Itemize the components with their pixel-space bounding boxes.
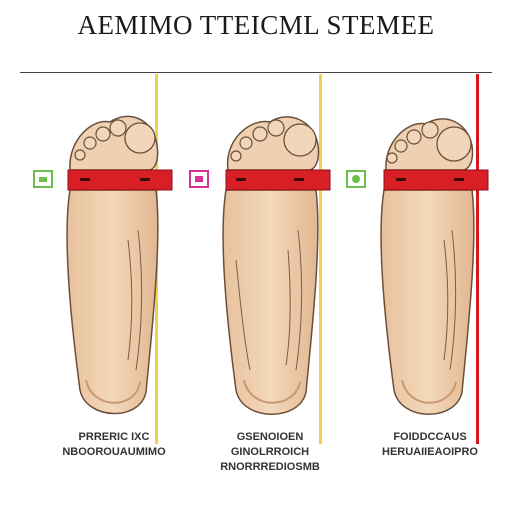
- measure-band-2: [225, 169, 331, 191]
- foot-sole-1: [66, 189, 159, 415]
- top-divider: [20, 72, 492, 73]
- caption-panel-2: GSENOIOEN GINOLRROICH RNORRREDIOSMB: [200, 430, 340, 475]
- foot-panel-2: [189, 116, 331, 415]
- band-notch-1a: [80, 178, 90, 181]
- band-notch-3a: [396, 178, 406, 181]
- toe-2c: [239, 136, 253, 150]
- caption-panel-1: PRRERIC IXC NBOOROUAUMIMO: [44, 430, 184, 460]
- foot-sole-2: [222, 189, 319, 415]
- big-toe-3: [436, 126, 472, 162]
- toe-1c: [83, 136, 97, 150]
- caption-1-line-1: PRRERIC IXC: [78, 431, 150, 443]
- toe-3c: [394, 139, 408, 153]
- arch-line-3a: [449, 229, 457, 371]
- band-notch-2a: [236, 178, 246, 181]
- caption-2-line-2: GINOLRROICH: [230, 446, 310, 458]
- marker-2-inner: [195, 176, 203, 182]
- heel-shadow-3: [401, 379, 457, 404]
- arch-line-2b: [235, 259, 251, 371]
- arch-line-2a: [295, 229, 303, 371]
- toe-1b: [95, 126, 111, 142]
- toe-1a: [109, 119, 127, 137]
- caption-2-line-3: RNORRREDIOSMB: [220, 461, 320, 473]
- heel-shadow-2: [243, 379, 301, 404]
- foot-sole-3: [380, 189, 475, 415]
- caption-3-line-2: HERUAIIEAOIPRO: [382, 446, 478, 458]
- toe-3a: [421, 121, 439, 139]
- page-title: AEMIMO TTEICML STEMEE: [77, 10, 435, 40]
- band-notch-3b: [454, 178, 464, 181]
- toe-2a: [267, 119, 285, 137]
- foot-panel-1: [33, 115, 173, 415]
- foot-panel-3: [346, 118, 489, 415]
- toe-3d: [386, 152, 398, 164]
- caption-panel-3: FOIDDCCAUS HERUAIIEAOIPRO: [360, 430, 500, 460]
- arch-line-1b: [127, 239, 133, 361]
- big-toe-1: [124, 122, 156, 154]
- toe-2d: [230, 150, 242, 162]
- side-line-2: [319, 74, 322, 444]
- toe-2b: [252, 126, 268, 142]
- heel-shadow-1: [85, 379, 141, 404]
- marker-3-inner: [352, 175, 360, 183]
- caption-2-line-1: GSENOIOEN: [236, 431, 304, 443]
- big-toe-2: [283, 123, 317, 157]
- toe-3b: [406, 129, 422, 145]
- caption-1-line-2: NBOOROUAUMIMO: [62, 446, 166, 458]
- measure-band-3: [383, 169, 489, 191]
- band-notch-1b: [140, 178, 150, 181]
- caption-3-line-1: FOIDDCCAUS: [393, 431, 467, 443]
- measure-band-1: [67, 169, 173, 191]
- arch-line-3b: [443, 239, 449, 361]
- arch-line-1a: [135, 229, 143, 371]
- toe-1d: [74, 149, 86, 161]
- band-notch-2b: [294, 178, 304, 181]
- marker-1-inner: [39, 177, 47, 182]
- side-line-3: [476, 74, 479, 444]
- arch-line-2c: [285, 249, 291, 366]
